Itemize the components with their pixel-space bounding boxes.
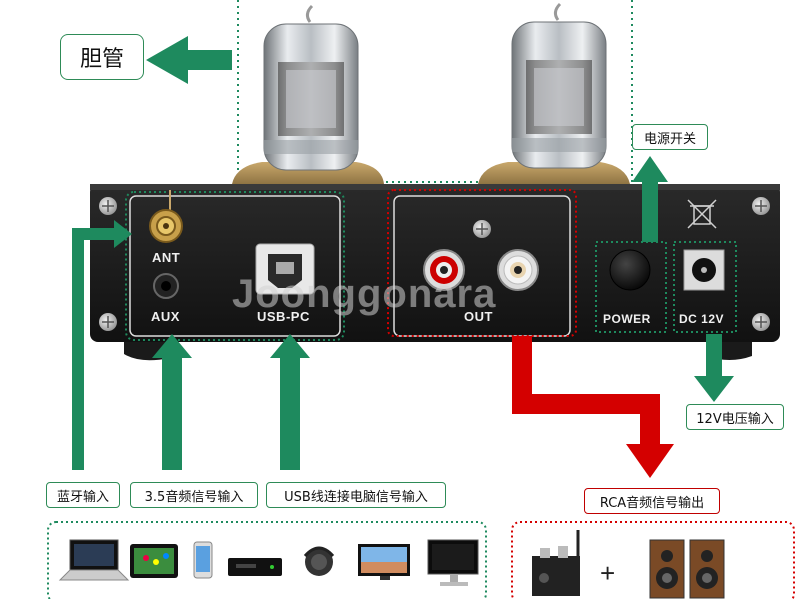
rca-right-jack: [497, 249, 539, 291]
bookshelf-speakers-icon: [649, 539, 725, 599]
label-power: POWER: [603, 312, 651, 326]
callout-tube: 胆管: [60, 34, 144, 80]
watermark: Joonggonara: [232, 272, 497, 316]
callout-rca-output: RCA音频信号输出: [584, 488, 720, 514]
callout-power-switch: 电源开关: [632, 124, 708, 150]
power-knob: [609, 249, 651, 291]
vacuum-tube-left: [263, 4, 359, 171]
label-dc: DC 12V: [679, 312, 725, 326]
callout-bluetooth-input: 蓝牙输入: [46, 482, 120, 508]
media-player-icon: [228, 558, 282, 576]
antenna-connector: [149, 190, 183, 243]
callout-aux-input: 3.5音频信号输入: [130, 482, 258, 508]
rca-left-jack: [423, 249, 465, 291]
usb-b-port: [255, 243, 315, 295]
label-ant: ANT: [152, 250, 181, 265]
callout-usb-input: USB线连接电脑信号输入: [266, 482, 446, 508]
label-usb-pc: USB-PC: [257, 309, 310, 324]
monitor-icon: [427, 539, 479, 586]
plus-sign: +: [600, 558, 616, 588]
laptop-icon: [58, 539, 130, 581]
vacuum-tube-right: [511, 2, 607, 169]
recycling-bin-icon: [687, 199, 717, 229]
tv-icon: [358, 544, 410, 580]
label-aux: AUX: [151, 309, 180, 324]
speaker-icon: [303, 546, 335, 576]
dc-jack: [683, 249, 725, 291]
amplifier-icon: [532, 530, 580, 596]
label-out: OUT: [464, 309, 493, 324]
callout-dc-input: 12V电压输入: [686, 404, 784, 430]
phone-icon: [193, 541, 213, 579]
tablet-icon: [130, 544, 178, 578]
